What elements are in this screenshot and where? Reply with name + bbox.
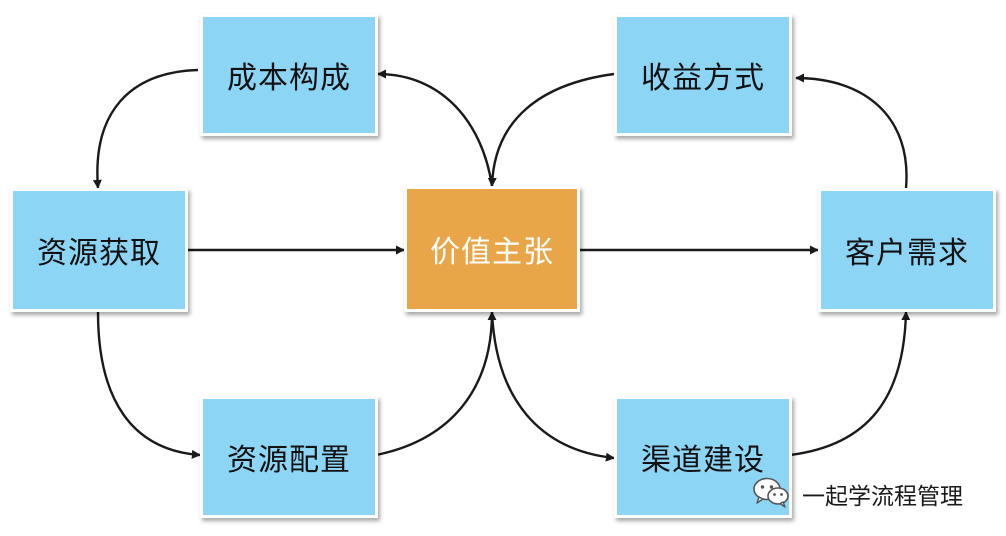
node-cost-structure: 成本构成 — [200, 14, 378, 136]
arrow-customer-to-revenue — [795, 73, 908, 189]
wechat-icon — [752, 476, 790, 512]
arrow-revenue-to-value — [487, 72, 615, 187]
watermark: 一起学流程管理 — [752, 474, 967, 514]
arrow-allocation-to-value — [375, 311, 497, 457]
node-resource-allocation: 资源配置 — [200, 396, 378, 518]
node-customer-needs: 客户需求 — [818, 188, 996, 312]
arrow-value-to-cost — [377, 69, 494, 187]
node-revenue-model: 收益方式 — [614, 14, 792, 136]
watermark-text: 一起学流程管理 — [798, 477, 967, 511]
arrow-value-to-channel — [490, 311, 615, 462]
arrow-channel-to-customer — [789, 311, 911, 457]
arrow-acquisition-to-allocation — [96, 311, 201, 459]
node-resource-acquisition: 资源获取 — [10, 188, 188, 312]
node-value-proposition: 价值主张 — [404, 186, 580, 312]
arrow-cost-to-acquisition — [92, 68, 199, 189]
